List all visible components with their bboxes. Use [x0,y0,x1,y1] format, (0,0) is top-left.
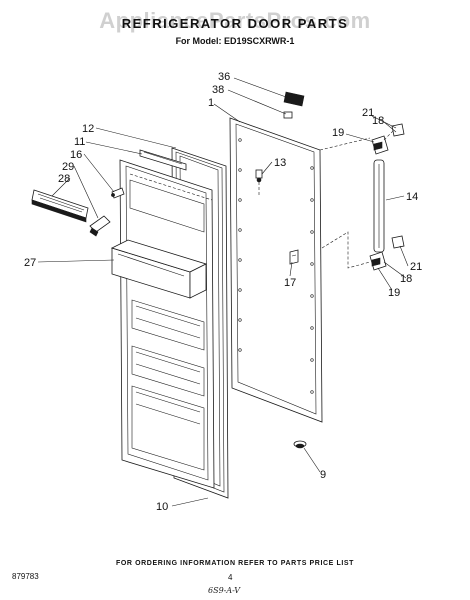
document-number: 879783 [12,572,39,581]
door-handle [31,189,89,223]
inner-door-liner [119,159,215,489]
door-shelf-bin [110,239,208,299]
nameplate-parts [283,91,305,119]
watermark: AppliancePartsPros.com [99,8,371,33]
callout-13: 13 [274,157,286,169]
door-stop-clip [289,249,299,265]
leader-lines [37,77,409,507]
callout-9: 9 [320,469,326,481]
callout-38: 38 [212,84,224,96]
page-title: REFRIGERATOR DOOR PARTS [121,16,349,31]
model-line: For Model: ED19SCXRWR-1 [175,36,295,46]
callout-21-lower: 21 [410,261,422,273]
hinge-bushing [293,440,307,449]
ordering-info-note: FOR ORDERING INFORMATION REFER TO PARTS … [115,560,355,567]
handwritten-note: 6S9-A-V [208,586,241,595]
callout-27: 27 [24,257,36,269]
handle-screw [111,187,125,199]
callout-19-upper: 19 [332,127,344,139]
callout-14: 14 [406,191,418,203]
callout-19-lower: 19 [388,287,400,299]
callout-28: 28 [58,173,70,185]
door-top-cap [139,149,187,171]
outer-door-panel [229,117,323,423]
upper-hinge [319,123,405,155]
callout-17: 17 [284,277,296,289]
callout-12: 12 [82,123,94,135]
callout-18-lower: 18 [400,273,412,285]
callout-29: 29 [62,161,74,173]
callout-36: 36 [218,71,230,83]
callout-21-upper: 21 [362,107,374,119]
callout-18-upper: 18 [372,115,384,127]
door-seal-strip [373,159,385,253]
callout-11: 11 [74,136,85,148]
callout-labels: 36 38 1 12 11 16 29 28 13 21 18 19 14 27… [24,71,422,513]
callout-1: 1 [208,97,214,109]
handle-end-cap [89,215,111,237]
lower-hinge [321,231,405,271]
callout-10: 10 [156,501,168,513]
callout-16: 16 [70,149,82,161]
page-number: 4 [228,573,233,582]
